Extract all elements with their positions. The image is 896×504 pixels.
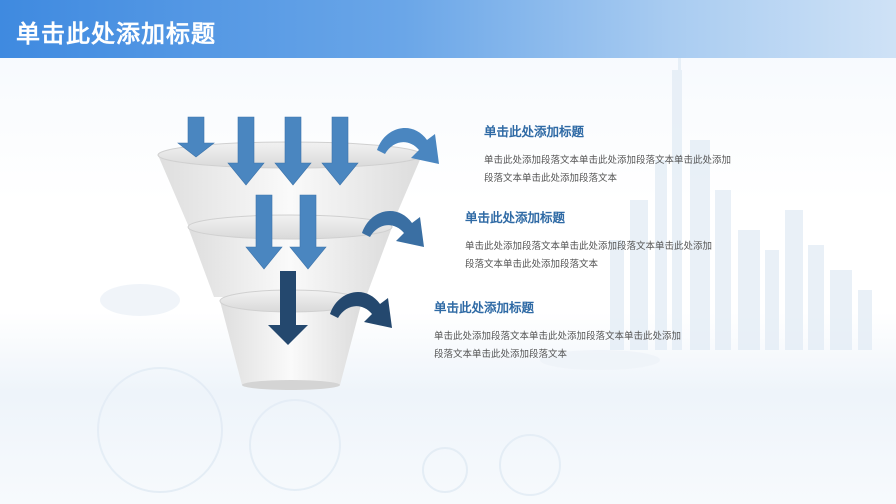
text-block-2: 单击此处添加标题 单击此处添加段落文本单击此处添加段落文本单击此处添加段落文本单… bbox=[465, 207, 765, 274]
text-block-3: 单击此处添加标题 单击此处添加段落文本单击此处添加段落文本单击此处添加段落文本单… bbox=[434, 297, 734, 364]
funnel-stage-2 bbox=[187, 214, 393, 297]
curved-arrow-icon bbox=[377, 127, 439, 164]
funnel-diagram bbox=[157, 116, 423, 390]
block-title: 单击此处添加标题 bbox=[434, 300, 535, 315]
down-arrow-icon bbox=[245, 194, 283, 270]
block-text: 单击此处添加段落文本单击此处添加段落文本单击此处添加段落文本单击此处添加段落文本 bbox=[434, 331, 682, 360]
curved-arrow-icon bbox=[330, 291, 392, 328]
down-arrow-icon bbox=[289, 194, 327, 270]
down-arrow-icon bbox=[227, 116, 265, 186]
down-arrow-icon bbox=[177, 116, 215, 158]
header-bar: 单击此处添加标题 bbox=[0, 0, 896, 58]
page-title: 单击此处添加标题 bbox=[16, 20, 216, 48]
curved-arrow-icon bbox=[362, 210, 424, 247]
text-block-1: 单击此处添加标题 单击此处添加段落文本单击此处添加段落文本单击此处添加段落文本单… bbox=[484, 121, 784, 188]
block-title: 单击此处添加标题 bbox=[465, 210, 566, 225]
block-text: 单击此处添加段落文本单击此处添加段落文本单击此处添加段落文本单击此处添加段落文本 bbox=[484, 155, 732, 184]
down-arrow-icon bbox=[274, 116, 312, 186]
block-title: 单击此处添加标题 bbox=[484, 124, 585, 139]
down-arrow-icon bbox=[321, 116, 359, 186]
down-arrow-icon bbox=[268, 271, 308, 345]
block-text: 单击此处添加段落文本单击此处添加段落文本单击此处添加段落文本单击此处添加段落文本 bbox=[465, 241, 713, 270]
